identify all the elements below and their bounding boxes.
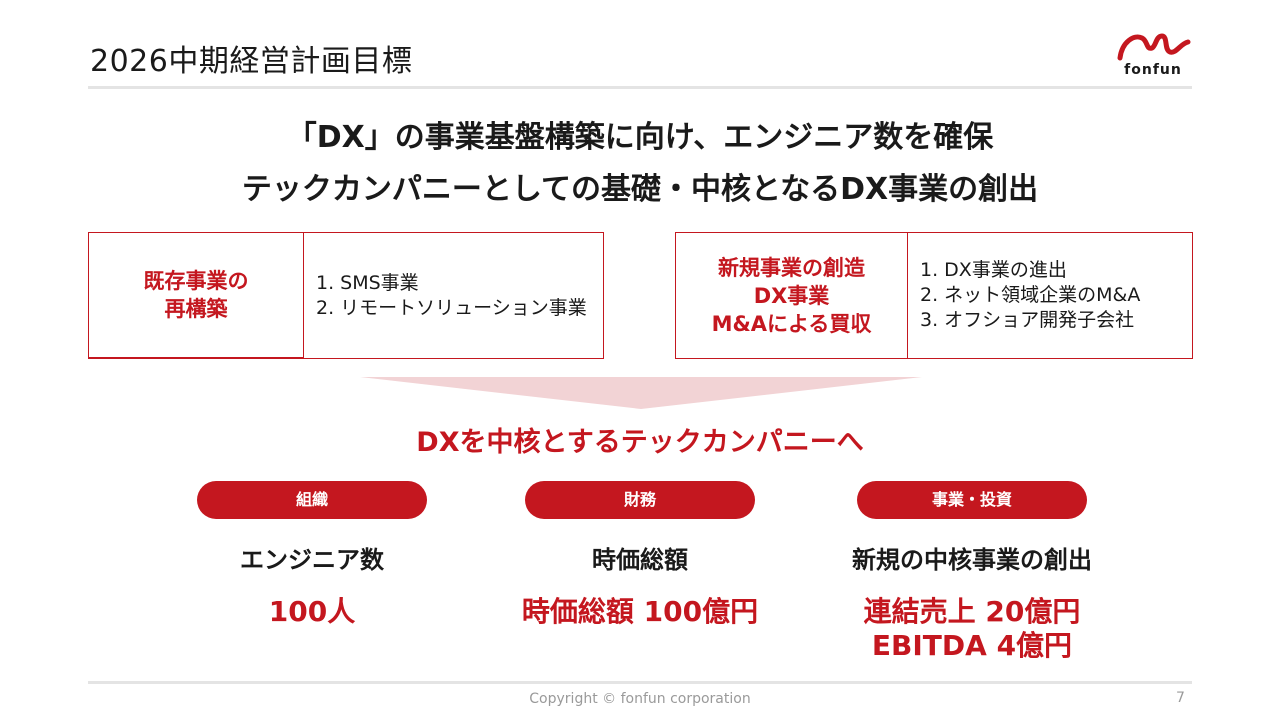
pillar-badge: 財務: [525, 481, 755, 519]
pillar-target-value: 連結売上 20億円 EBITDA 4億円: [807, 595, 1137, 663]
page-number: 7: [1176, 690, 1185, 706]
pillar-badge: 組織: [197, 481, 427, 519]
new-business-list: 1. DX事業の進出 2. ネット領域企業のM&A 3. オフショア開発子会社: [908, 233, 1140, 358]
pillar-business-investment: 事業・投資 新規の中核事業の創出 連結売上 20億円 EBITDA 4億円: [807, 481, 1137, 663]
existing-business-label: 既存事業の 再構築: [89, 233, 304, 359]
headline-line-2: テックカンパニーとしての基礎・中核となるDX事業の創出: [241, 172, 1039, 207]
headline-line-1: 「DX」の事業基盤構築に向け、エンジニア数を確保: [286, 120, 994, 155]
pillar-subtitle: 時価総額: [592, 546, 688, 574]
new-business-label-line-2: DX事業: [753, 283, 830, 308]
pillar-target-value-line-2: EBITDA 4億円: [871, 629, 1073, 662]
header-divider: [88, 86, 1192, 89]
logo-mark-icon: [1117, 33, 1191, 61]
pillar-target-value-line-1: 連結売上 20億円: [863, 595, 1081, 628]
existing-business-label-line-1: 既存事業の: [143, 269, 249, 293]
pillar-target-value: 100人: [268, 595, 356, 628]
pillar-subtitle: エンジニア数: [240, 546, 384, 574]
list-item: 1. SMS事業: [316, 271, 419, 294]
new-business-label-line-1: 新規事業の創造: [718, 255, 865, 280]
down-arrow-icon: [360, 377, 922, 409]
new-business-label-line-3: M&Aによる買収: [711, 311, 872, 336]
pillar-target-value: 時価総額 100億円: [521, 595, 759, 628]
pillar-finance: 財務 時価総額 時価総額 100億円: [475, 481, 805, 629]
list-item: 3. オフショア開発子会社: [920, 309, 1135, 331]
copyright-text: Copyright © fonfun corporation: [529, 691, 751, 707]
headline: 「DX」の事業基盤構築に向け、エンジニア数を確保 テックカンパニーとしての基礎・…: [0, 112, 1280, 216]
list-item: 1. DX事業の進出: [920, 259, 1067, 281]
page-title: 2026中期経営計画目標: [90, 44, 413, 79]
tagline: DXを中核とするテックカンパニーへ: [416, 427, 864, 458]
list-item: 2. リモートソリューション事業: [316, 296, 587, 319]
pillar-badge: 事業・投資: [857, 481, 1087, 519]
pillar-subtitle: 新規の中核事業の創出: [852, 546, 1092, 574]
list-item: 2. ネット領域企業のM&A: [920, 284, 1141, 306]
existing-business-box: 既存事業の 再構築 1. SMS事業 2. リモートソリューション事業: [88, 232, 604, 359]
company-logo: fonfun: [1112, 28, 1194, 80]
pillar-organization: 組織 エンジニア数 100人: [147, 481, 477, 629]
existing-business-list: 1. SMS事業 2. リモートソリューション事業: [304, 233, 587, 358]
new-business-label: 新規事業の創造 DX事業 M&Aによる買収: [676, 233, 908, 358]
new-business-box: 新規事業の創造 DX事業 M&Aによる買収 1. DX事業の進出 2. ネット領…: [675, 232, 1193, 359]
footer-divider: [88, 681, 1192, 684]
existing-business-label-line-2: 再構築: [164, 297, 228, 321]
logo-wordmark: fonfun: [1124, 62, 1182, 78]
